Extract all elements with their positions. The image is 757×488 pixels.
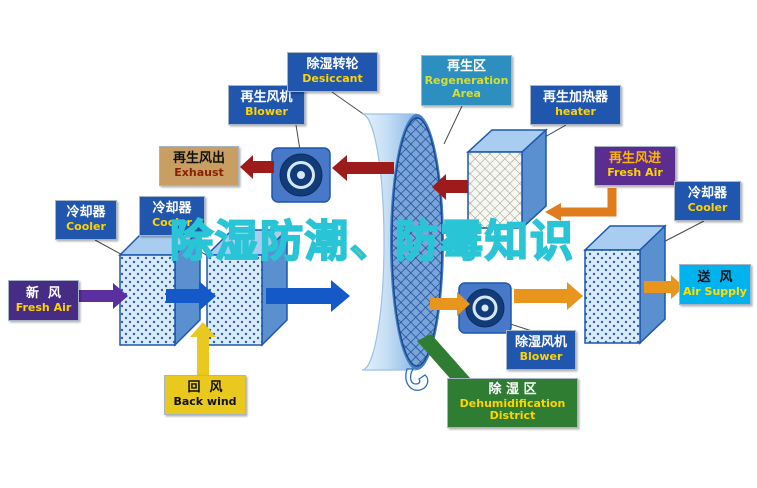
label-dehumid-blower: 除湿风机 Blower bbox=[506, 330, 576, 370]
arrow-fan-to-cooler bbox=[514, 282, 583, 310]
arrow-regen-wheel-to-fan bbox=[332, 155, 394, 181]
label-desiccant-wheel: 除湿转轮 Desiccant bbox=[287, 52, 378, 92]
cooler-unit-left bbox=[118, 228, 202, 347]
arrow-air-supply-out bbox=[644, 275, 684, 299]
label-regen-fresh-air-zh: 再生风进 bbox=[608, 151, 661, 167]
label-air-supply: 送 风 Air Supply bbox=[679, 264, 751, 305]
label-cooler-right-en: Cooler bbox=[687, 201, 728, 215]
label-cooler-right: 冷却器 Cooler bbox=[674, 181, 741, 221]
label-cooler-right-zh: 冷却器 bbox=[687, 186, 727, 202]
arrow-regen-exhaust bbox=[240, 155, 274, 179]
label-dehumid-blower-zh: 除湿风机 bbox=[514, 335, 567, 351]
label-regen-area: 再生区 Regeneration Area bbox=[421, 55, 512, 106]
label-dehumid-blower-en: Blower bbox=[519, 350, 563, 364]
label-regen-area-en: Regeneration Area bbox=[424, 74, 513, 100]
regeneration-fan bbox=[271, 147, 331, 203]
label-fresh-air-en: Fresh Air bbox=[15, 300, 72, 314]
label-dehumid-district-zh: 除 湿 区 bbox=[488, 381, 537, 397]
label-fresh-air: 新 风 Fresh Air bbox=[8, 280, 79, 321]
label-air-supply-zh: 送 风 bbox=[697, 269, 733, 285]
label-exhaust: 再生风出 Exhaust bbox=[159, 146, 239, 186]
label-regen-blower-en: Blower bbox=[245, 105, 288, 119]
label-regen-area-zh: 再生区 bbox=[446, 59, 486, 75]
label-desiccant-wheel-zh: 除湿转轮 bbox=[306, 57, 359, 73]
cooler-unit-mid-face bbox=[206, 254, 263, 346]
label-dehumid-district-en: Dehumidification District bbox=[459, 396, 570, 423]
label-cooler-left-en: Cooler bbox=[66, 220, 106, 234]
label-air-supply-en: Air Supply bbox=[683, 284, 747, 298]
cooler-unit-right-face bbox=[584, 249, 641, 344]
arrow-wheel-to-fan bbox=[430, 292, 470, 316]
arrow-fresh-air-in bbox=[78, 283, 128, 309]
label-regen-heater: 再生加热器 heater bbox=[530, 85, 621, 125]
label-exhaust-zh: 再生风出 bbox=[172, 151, 225, 167]
label-cooler-mid-en: Cooler bbox=[152, 216, 192, 230]
arrow-process-1 bbox=[166, 281, 216, 311]
regeneration-fan-ring bbox=[287, 161, 315, 189]
flow-arrows bbox=[78, 155, 684, 378]
label-cooler-mid-zh: 冷却器 bbox=[152, 201, 192, 217]
label-dehumid-district: 除 湿 区 Dehumidification District bbox=[447, 378, 578, 428]
label-regen-heater-zh: 再生加热器 bbox=[542, 90, 608, 106]
label-regen-blower: 再生风机 Blower bbox=[228, 85, 305, 125]
dehumidification-fan bbox=[458, 282, 512, 334]
arrow-regen-inlet-elbow bbox=[561, 188, 617, 217]
label-cooler-left-zh: 冷却器 bbox=[66, 205, 106, 221]
watermark-title: 除湿防潮、防霉知识 bbox=[169, 217, 575, 267]
label-exhaust-en: Exhaust bbox=[174, 166, 224, 180]
label-cooler-left: 冷却器 Cooler bbox=[55, 200, 117, 240]
regeneration-fan-hub bbox=[297, 171, 305, 179]
heater-unit-face bbox=[467, 151, 523, 229]
wheel-face bbox=[391, 117, 443, 367]
arrow-process-2 bbox=[266, 280, 350, 312]
arrow-back-wind bbox=[190, 322, 216, 378]
desiccant-wheel bbox=[361, 113, 444, 391]
wheel-bottom-hook bbox=[405, 368, 429, 391]
label-regen-blower-zh: 再生风机 bbox=[240, 90, 293, 106]
dehumidification-fan-hub bbox=[481, 304, 489, 312]
label-regen-fresh-air-en: Fresh Air bbox=[607, 166, 663, 180]
label-fresh-air-zh: 新 风 bbox=[25, 285, 62, 301]
label-regen-heater-en: heater bbox=[555, 105, 596, 119]
dehumidification-fan-ring bbox=[472, 295, 498, 321]
label-back-wind-en: Back wind bbox=[173, 395, 237, 409]
arrow-heater-to-wheel bbox=[432, 174, 468, 200]
heater-unit bbox=[466, 128, 548, 230]
label-regen-fresh-air: 再生风进 Fresh Air bbox=[594, 146, 676, 186]
label-cooler-mid: 冷却器 Cooler bbox=[139, 196, 205, 236]
label-back-wind: 回 风 Back wind bbox=[164, 375, 246, 415]
label-back-wind-zh: 回 风 bbox=[187, 380, 223, 396]
arrow-regen-inlet-head bbox=[545, 203, 561, 221]
label-desiccant-wheel-en: Desiccant bbox=[302, 72, 363, 86]
cooler-unit-mid bbox=[205, 228, 289, 347]
